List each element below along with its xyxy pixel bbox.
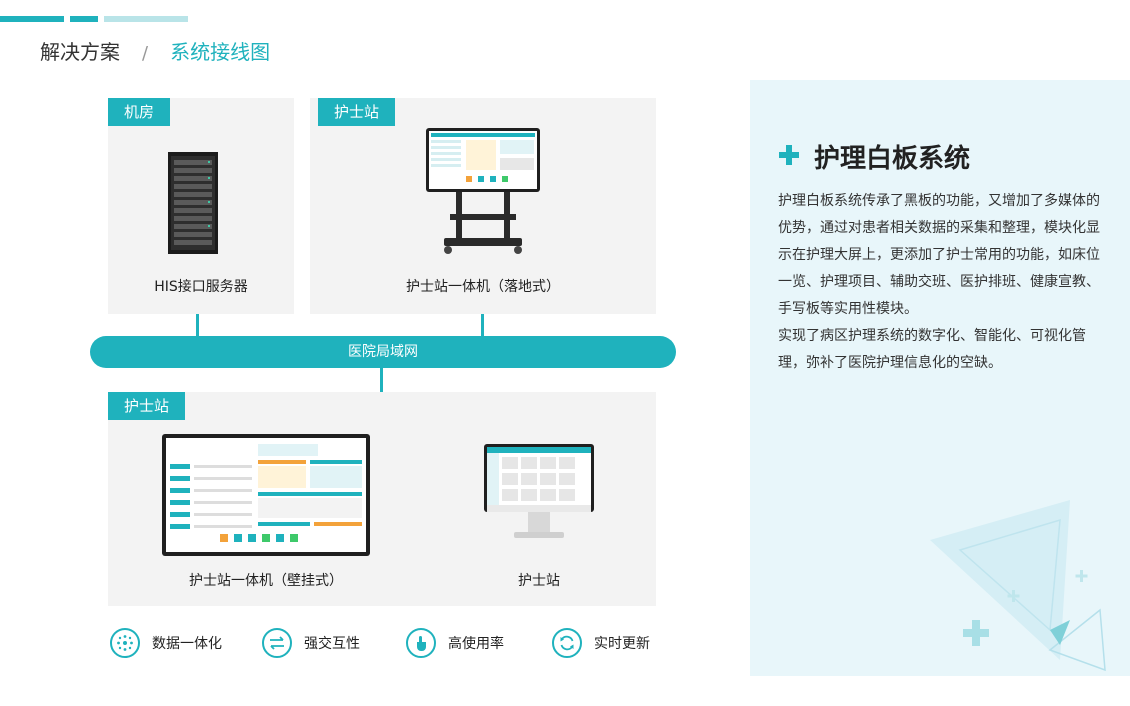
card-description: 护理白板系统传承了黑板的功能，又增加了多媒体的优势，通过对患者相关数据的采集和整… [778, 188, 1108, 377]
connector-floor-stand [481, 314, 484, 336]
card-paragraph: 护理白板系统传承了黑板的功能，又增加了多媒体的优势，通过对患者相关数据的采集和整… [778, 193, 1100, 317]
wall-mount-caption: 护士站一体机（壁挂式） [189, 573, 343, 589]
nurse-station-tag-bottom: 护士站 [108, 392, 186, 420]
decorative-shapes [930, 500, 1106, 672]
breadcrumb-separator: / [142, 43, 149, 64]
network-icon [110, 628, 140, 658]
desktop-monitor-icon [484, 444, 594, 538]
server-room-tag: 机房 [108, 98, 171, 126]
feature-item: 强交互性 [262, 628, 360, 658]
desktop-caption: 护士站 [518, 573, 560, 589]
wall-mount-terminal-icon [162, 434, 370, 556]
hospital-lan-bus: 医院局域网 [90, 336, 676, 368]
page-title: 系统接线图 [170, 40, 271, 64]
breadcrumb-section: 解决方案 [40, 40, 120, 64]
feature-label: 实时更新 [594, 636, 650, 652]
feature-label: 高使用率 [448, 636, 504, 652]
server-caption: HIS接口服务器 [154, 279, 248, 295]
connector-server [196, 314, 199, 336]
feature-item: 实时更新 [552, 628, 650, 658]
floor-stand-caption: 护士站一体机（落地式） [406, 279, 560, 295]
card-title: 护理白板系统 [814, 144, 971, 174]
accent-bar-1 [0, 16, 64, 22]
description-card: 护理白板系统 护理白板系统传承了黑板的功能，又增加了多媒体的优势，通过对患者相关… [750, 80, 1130, 676]
refresh-icon [552, 628, 582, 658]
server-rack-icon [168, 152, 218, 254]
feature-label: 数据一体化 [152, 636, 222, 652]
feature-item: 高使用率 [406, 628, 504, 658]
touch-icon [406, 628, 436, 658]
exchange-icon [262, 628, 292, 658]
accent-bar-2 [70, 16, 98, 22]
plus-icon [779, 145, 799, 165]
accent-bar-3 [104, 16, 188, 22]
floor-stand-terminal-icon [426, 128, 540, 254]
feature-item: 数据一体化 [110, 628, 222, 658]
breadcrumb: 解决方案 / 系统接线图 [40, 36, 270, 65]
nurse-station-tag-top: 护士站 [318, 98, 396, 126]
connector-bottom [380, 368, 383, 392]
feature-label: 强交互性 [304, 636, 360, 652]
card-paragraph: 实现了病区护理系统的数字化、智能化、可视化管理，弥补了医院护理信息化的空缺。 [778, 328, 1086, 371]
